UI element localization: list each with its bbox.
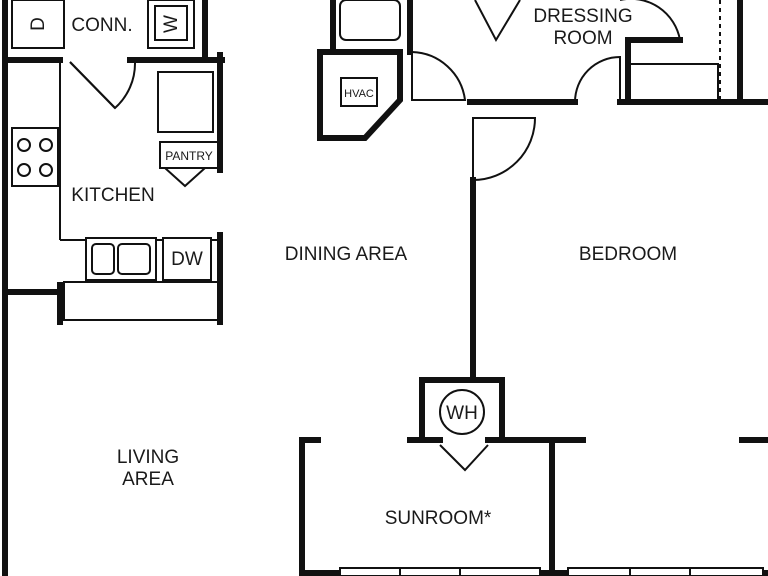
dining-area-label: DINING AREA — [285, 244, 408, 265]
pantry — [159, 141, 219, 169]
tub — [339, 0, 401, 41]
bedroom-label: BEDROOM — [579, 244, 677, 265]
windows — [339, 0, 764, 576]
stove — [11, 127, 59, 187]
living-area-label-1: LIVING — [117, 447, 179, 468]
water-heater-label: WH — [446, 403, 478, 424]
connection-label: CONN. — [71, 15, 132, 36]
dishwasher-label: DW — [171, 249, 203, 270]
hvac-label: HVAC — [344, 88, 374, 100]
hvac-box — [340, 77, 378, 107]
kitchen-label: KITCHEN — [71, 185, 154, 206]
dryer — [11, 0, 65, 49]
water-heater — [439, 389, 485, 435]
doors — [69, 0, 681, 472]
refrigerator — [157, 71, 214, 133]
fixtures — [11, 0, 719, 435]
living-area-label-2: AREA — [122, 469, 174, 490]
sunroom-label: SUNROOM* — [385, 508, 492, 529]
dishwasher — [162, 237, 212, 281]
pantry-label: PANTRY — [165, 149, 213, 163]
counter-bar — [63, 281, 219, 321]
dressing-room-label-1: DRESSING — [533, 6, 632, 27]
washer-label: W — [161, 15, 182, 33]
dryer-label: D — [28, 17, 49, 31]
dressing-shelf — [629, 63, 719, 101]
dressing-room-label-2: ROOM — [553, 28, 612, 49]
